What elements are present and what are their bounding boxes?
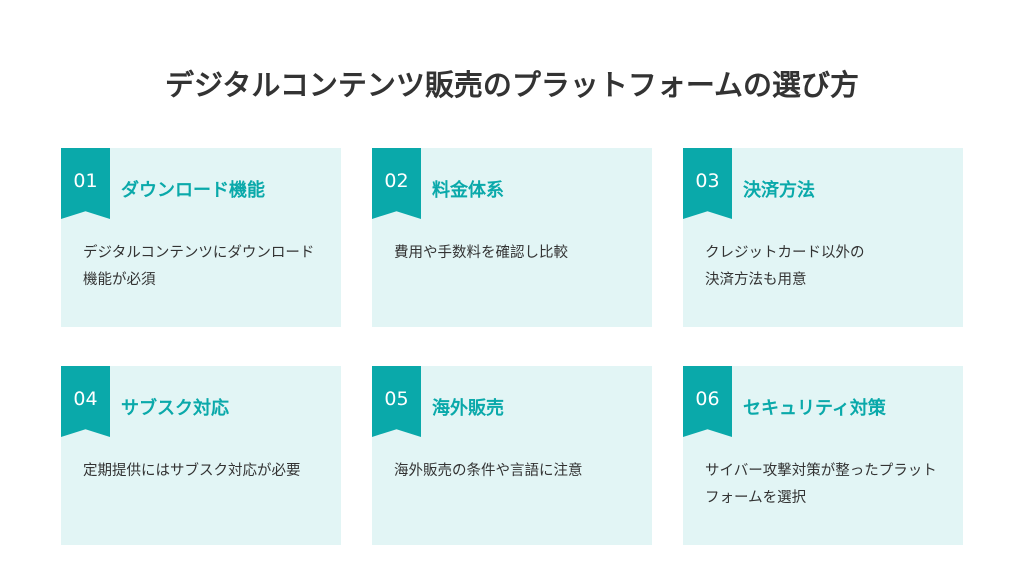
card-overseas: 05 海外販売 海外販売の条件や言語に注意 [372,366,652,545]
ribbon-badge [683,148,732,219]
card-description: サイバー攻撃対策が整ったプラットフォームを選択 [705,463,937,506]
ribbon-badge [61,148,110,219]
card-description: 定期提供にはサブスク対応が必要 [83,463,301,479]
card-description: 費用や手数料を確認し比較 [394,245,568,261]
card-number: 04 [73,388,98,410]
card-title: サブスク対応 [121,398,229,419]
ribbon-badge [372,366,421,437]
card-title: セキュリティ対策 [743,398,886,419]
ribbon-badge [372,148,421,219]
card-title: 料金体系 [432,180,504,201]
card-number: 06 [695,388,720,410]
card-title: 決済方法 [743,180,815,201]
page-title: デジタルコンテンツ販売のプラットフォームの選び方 [165,68,859,102]
card-title: 海外販売 [432,398,504,419]
card-payment: 03 決済方法 クレジットカード以外の 決済方法も用意 [683,148,963,327]
card-number: 01 [73,170,98,192]
card-description: クレジットカード以外の 決済方法も用意 [705,245,865,288]
card-download: 01 ダウンロード機能 デジタルコンテンツにダウンロード機能が必須 [61,148,341,327]
ribbon-badge [683,366,732,437]
card-security: 06 セキュリティ対策 サイバー攻撃対策が整ったプラットフォームを選択 [683,366,963,545]
ribbon-badge [61,366,110,437]
card-description: 海外販売の条件や言語に注意 [394,463,583,479]
card-subscription: 04 サブスク対応 定期提供にはサブスク対応が必要 [61,366,341,545]
card-number: 02 [384,170,409,192]
card-description: デジタルコンテンツにダウンロード機能が必須 [83,245,315,288]
card-title: ダウンロード機能 [121,180,265,201]
card-number: 03 [695,170,720,192]
card-number: 05 [384,388,409,410]
card-pricing: 02 料金体系 費用や手数料を確認し比較 [372,148,652,327]
